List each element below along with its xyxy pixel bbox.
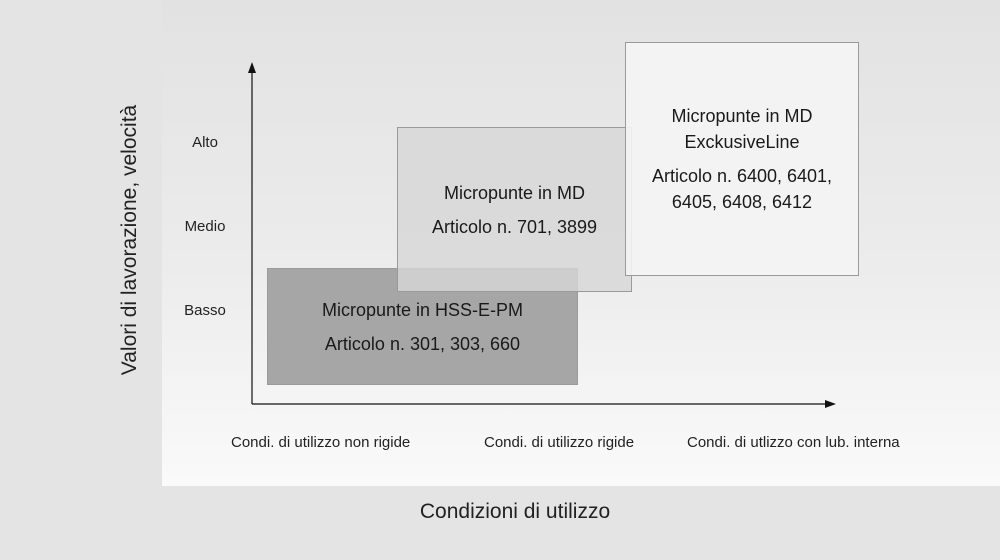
box-exclusive-title-line2: ExckusiveLine: [684, 132, 800, 152]
y-axis-arrow: [248, 62, 256, 73]
box-md-title: Micropunte in MD: [443, 182, 586, 203]
box-md-exclusiveline: Micropunte in MD ExckusiveLine Articolo …: [625, 42, 859, 276]
box-md-articles: Articolo n. 701, 3899: [431, 216, 598, 237]
box-exclusive-title-line1: Micropunte in MD: [671, 106, 813, 126]
box-exclusive-articles-line2: 6405, 6408, 6412: [671, 192, 813, 212]
box-hss-articles: Articolo n. 301, 303, 660: [324, 333, 521, 354]
y-tick-alto: Alto: [192, 134, 218, 151]
x-tick-lub-interna: Condi. di utlizzo con lub. interna: [687, 434, 900, 451]
box-hss-title: Micropunte in HSS-E-PM: [321, 299, 524, 320]
x-tick-rigide: Condi. di utilizzo rigide: [484, 434, 635, 451]
y-tick-medio: Medio: [184, 218, 226, 235]
x-axis-title: Condizioni di utilizzo: [419, 500, 611, 523]
x-tick-non-rigide: Condi. di utilizzo non rigide: [231, 434, 411, 451]
box-exclusive-articles-line1: Articolo n. 6400, 6401,: [651, 166, 833, 186]
y-tick-basso: Basso: [184, 302, 226, 319]
x-axis-arrow: [825, 400, 836, 408]
y-axis-title: Valori di lavorazione, velocità: [118, 104, 141, 376]
box-md: Micropunte in MD Articolo n. 701, 3899: [397, 127, 632, 292]
